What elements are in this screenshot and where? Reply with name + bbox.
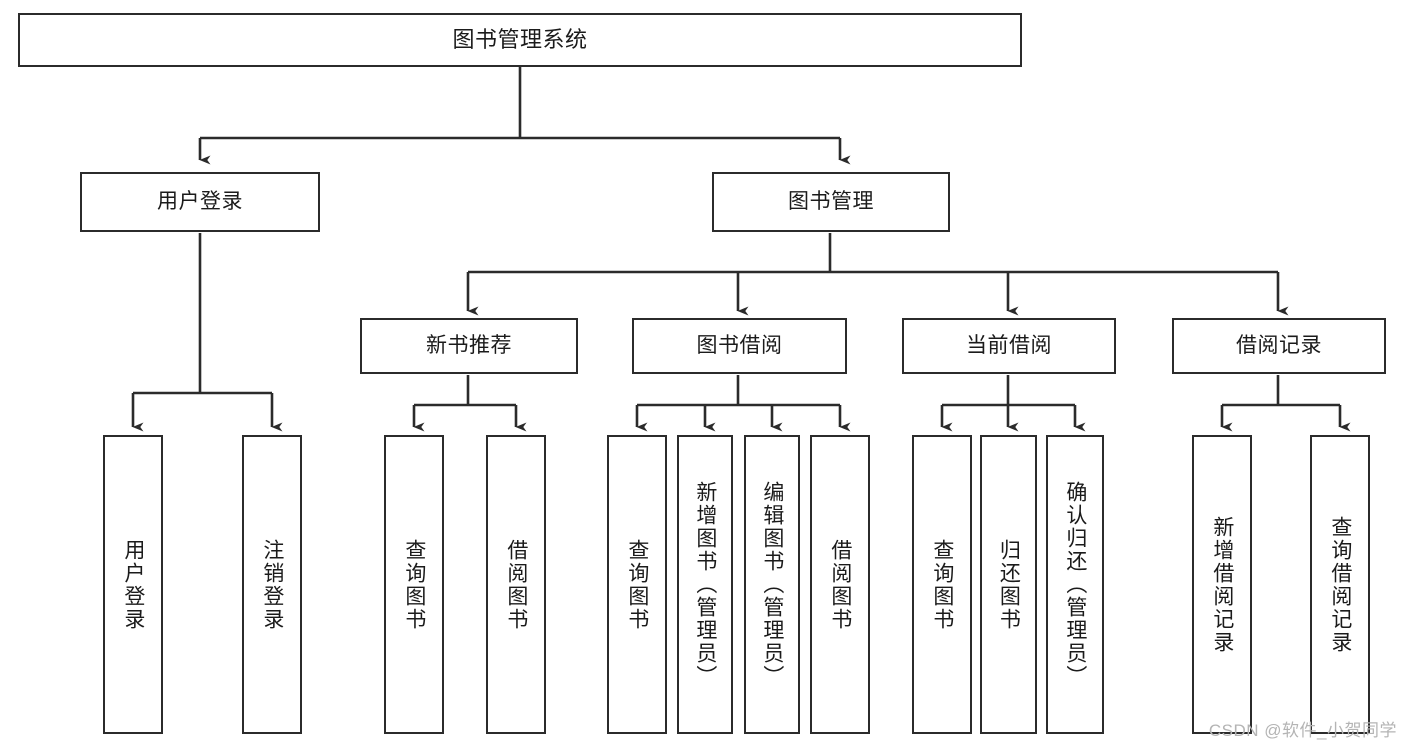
node-current-borrow[interactable]: 当前借阅 [902,318,1116,374]
node-book-borrow[interactable]: 图书借阅 [632,318,847,374]
node-leaf-borrow-book-new[interactable]: 借阅图书 [486,435,546,734]
node-label: 新书推荐 [426,333,512,357]
node-label: 查询借阅记录 [1328,515,1352,654]
node-label: 图书管理系统 [452,27,588,53]
node-label: 新增图书（管理员） [693,481,717,688]
node-new-book-recommendation[interactable]: 新书推荐 [360,318,578,374]
node-leaf-add-borrow-record[interactable]: 新增借阅记录 [1192,435,1252,734]
csdn-watermark: CSDN @软件_小贺同学 [1208,721,1397,740]
node-leaf-query-borrow-record[interactable]: 查询借阅记录 [1310,435,1370,734]
node-label: 新增借阅记录 [1210,515,1234,654]
node-label: 当前借阅 [966,333,1052,357]
node-label: 借阅记录 [1236,333,1322,357]
node-borrow-record[interactable]: 借阅记录 [1172,318,1386,374]
node-book-management[interactable]: 图书管理 [712,172,950,232]
node-label: 查询图书 [930,538,954,631]
node-leaf-edit-book-admin[interactable]: 编辑图书（管理员） [744,435,800,734]
node-user-login[interactable]: 用户登录 [80,172,320,232]
node-label: 图书借阅 [696,333,783,357]
node-root-book-management-system[interactable]: 图书管理系统 [18,13,1022,67]
node-label: 查询图书 [625,538,649,631]
node-label: 确认归还（管理员） [1063,481,1087,688]
node-label: 归还图书 [997,538,1021,631]
node-label: 借阅图书 [828,538,852,631]
node-label: 编辑图书（管理员） [760,481,784,688]
node-label: 用户登录 [157,189,243,213]
node-label: 借阅图书 [504,538,528,631]
node-leaf-user-login[interactable]: 用户登录 [103,435,163,734]
node-leaf-add-book-admin[interactable]: 新增图书（管理员） [677,435,733,734]
node-leaf-borrow-book[interactable]: 借阅图书 [810,435,870,734]
node-leaf-return-book[interactable]: 归还图书 [980,435,1037,734]
node-label: 图书管理 [788,189,874,213]
node-label: 注销登录 [260,538,284,631]
node-leaf-query-book-new[interactable]: 查询图书 [384,435,444,734]
node-label: 用户登录 [121,538,145,631]
node-label: 查询图书 [402,538,426,631]
node-leaf-confirm-return-admin[interactable]: 确认归还（管理员） [1046,435,1104,734]
node-leaf-query-book-current[interactable]: 查询图书 [912,435,972,734]
node-leaf-query-book-borrow[interactable]: 查询图书 [607,435,667,734]
node-leaf-logout[interactable]: 注销登录 [242,435,302,734]
